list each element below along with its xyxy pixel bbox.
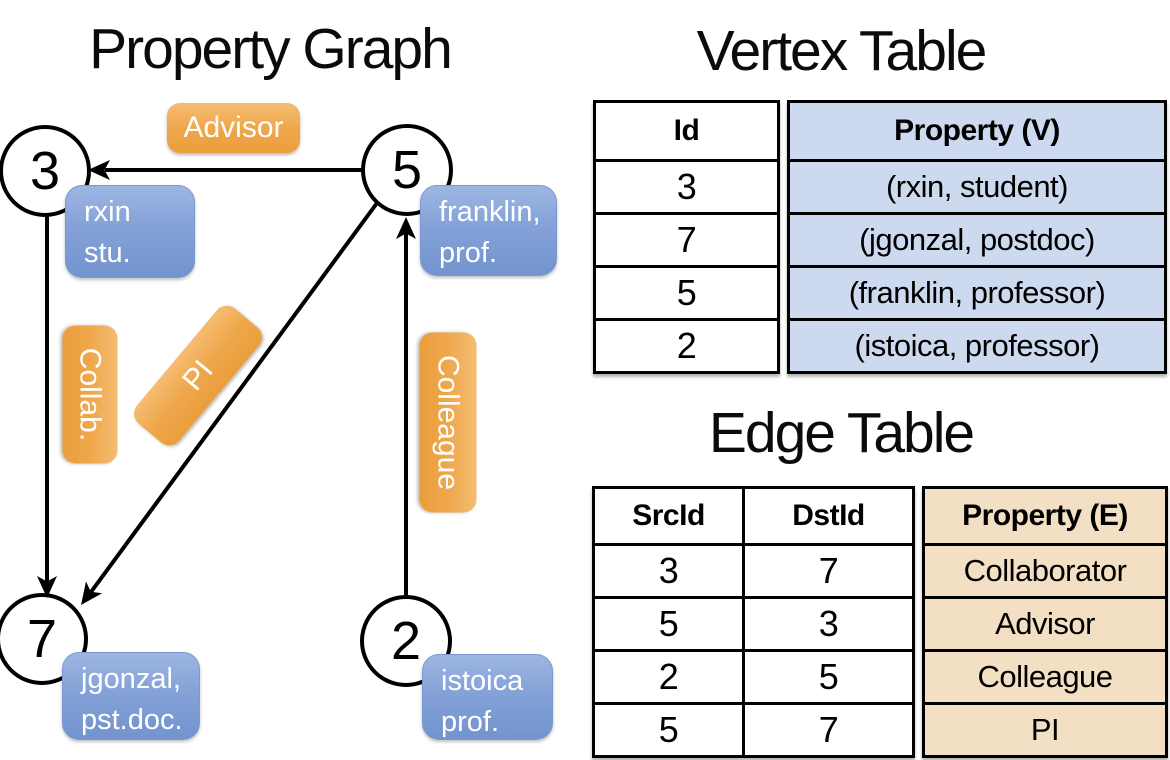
table-cell: 5 [595, 596, 742, 649]
table-cell: 2 [596, 318, 777, 371]
vertex-label-rxin: rxin stu. [65, 185, 195, 278]
edge-label-collab: Collab. [62, 325, 118, 464]
vertex-label-line2: prof. [439, 237, 498, 269]
vertex-label-line2: pst.doc. [81, 704, 183, 736]
table-cell: 3 [742, 596, 912, 649]
table-cell: (franklin, professor) [790, 265, 1164, 318]
table-cell: 5 [595, 702, 742, 755]
header-cell: Id [673, 114, 700, 147]
table-cell: 7 [742, 702, 912, 755]
table-cell: Collaborator [925, 543, 1165, 596]
vertex-label-jgonzal: jgonzal, pst.doc. [62, 652, 200, 740]
node-id: 2 [390, 611, 422, 671]
arrowhead-to-3 [88, 160, 110, 180]
edge-label-text: Collab. [74, 347, 107, 442]
vertex-label-istoica: istoica prof. [422, 654, 553, 740]
header-cell: Property (V) [790, 103, 1164, 159]
node-id: 5 [391, 140, 423, 200]
graph-node-3: 3 [0, 125, 91, 217]
table-cell: 2 [595, 649, 742, 702]
table-cell: (istoica, professor) [790, 318, 1164, 371]
vertex-label-line1: rxin [84, 196, 131, 228]
edge-label-text: Colleague [432, 354, 465, 491]
edge-label-colleague: Colleague [419, 332, 477, 513]
edge-label-pi: PI [128, 300, 268, 451]
edge-table-title: Edge Table [708, 401, 975, 465]
edge-label-text: PI [175, 353, 220, 397]
vertex-label-line2: stu. [84, 237, 131, 269]
node-id: 7 [26, 609, 58, 669]
edge-label-text: Advisor [183, 111, 284, 144]
vertex-label-line1: franklin, [439, 196, 541, 228]
edge-label-advisor: Advisor [167, 103, 300, 153]
table-cell: 3 [596, 159, 777, 212]
vertex-table-id-column: Id 3 7 5 2 [593, 100, 780, 374]
vertex-table-property-column: Property (V) (rxin, student) (jgonzal, p… [787, 100, 1167, 374]
table-cell: (rxin, student) [790, 159, 1164, 212]
arrowhead-to-5 [396, 217, 416, 239]
node-id: 3 [29, 141, 61, 201]
header-cell: Property (E) [925, 489, 1165, 543]
header-cell: SrcId [632, 499, 705, 532]
header-cell: DstId [742, 489, 912, 543]
table-cell: Colleague [925, 649, 1165, 702]
vertex-table-title: Vertex Table [696, 19, 988, 83]
table-cell: Advisor [925, 596, 1165, 649]
table-cell: 5 [596, 265, 777, 318]
table-cell: 5 [742, 649, 912, 702]
vertex-label-franklin: franklin, prof. [420, 185, 557, 276]
vertex-label-line1: jgonzal, [81, 663, 181, 695]
table-cell: 7 [596, 212, 777, 265]
table-cell: PI [925, 702, 1165, 755]
table-cell: (jgonzal, postdoc) [790, 212, 1164, 265]
property-graph-title: Property Graph [89, 17, 453, 81]
arrowhead-to-7b [81, 581, 103, 605]
table-cell: 3 [595, 543, 742, 596]
edge-table-id-columns: SrcId DstId 3 7 5 3 2 5 5 7 [592, 486, 915, 758]
edge-table-property-column: Property (E) Collaborator Advisor Collea… [922, 486, 1168, 758]
vertex-label-line1: istoica [441, 665, 524, 697]
table-cell: 7 [742, 543, 912, 596]
vertex-label-line2: prof. [441, 706, 500, 738]
